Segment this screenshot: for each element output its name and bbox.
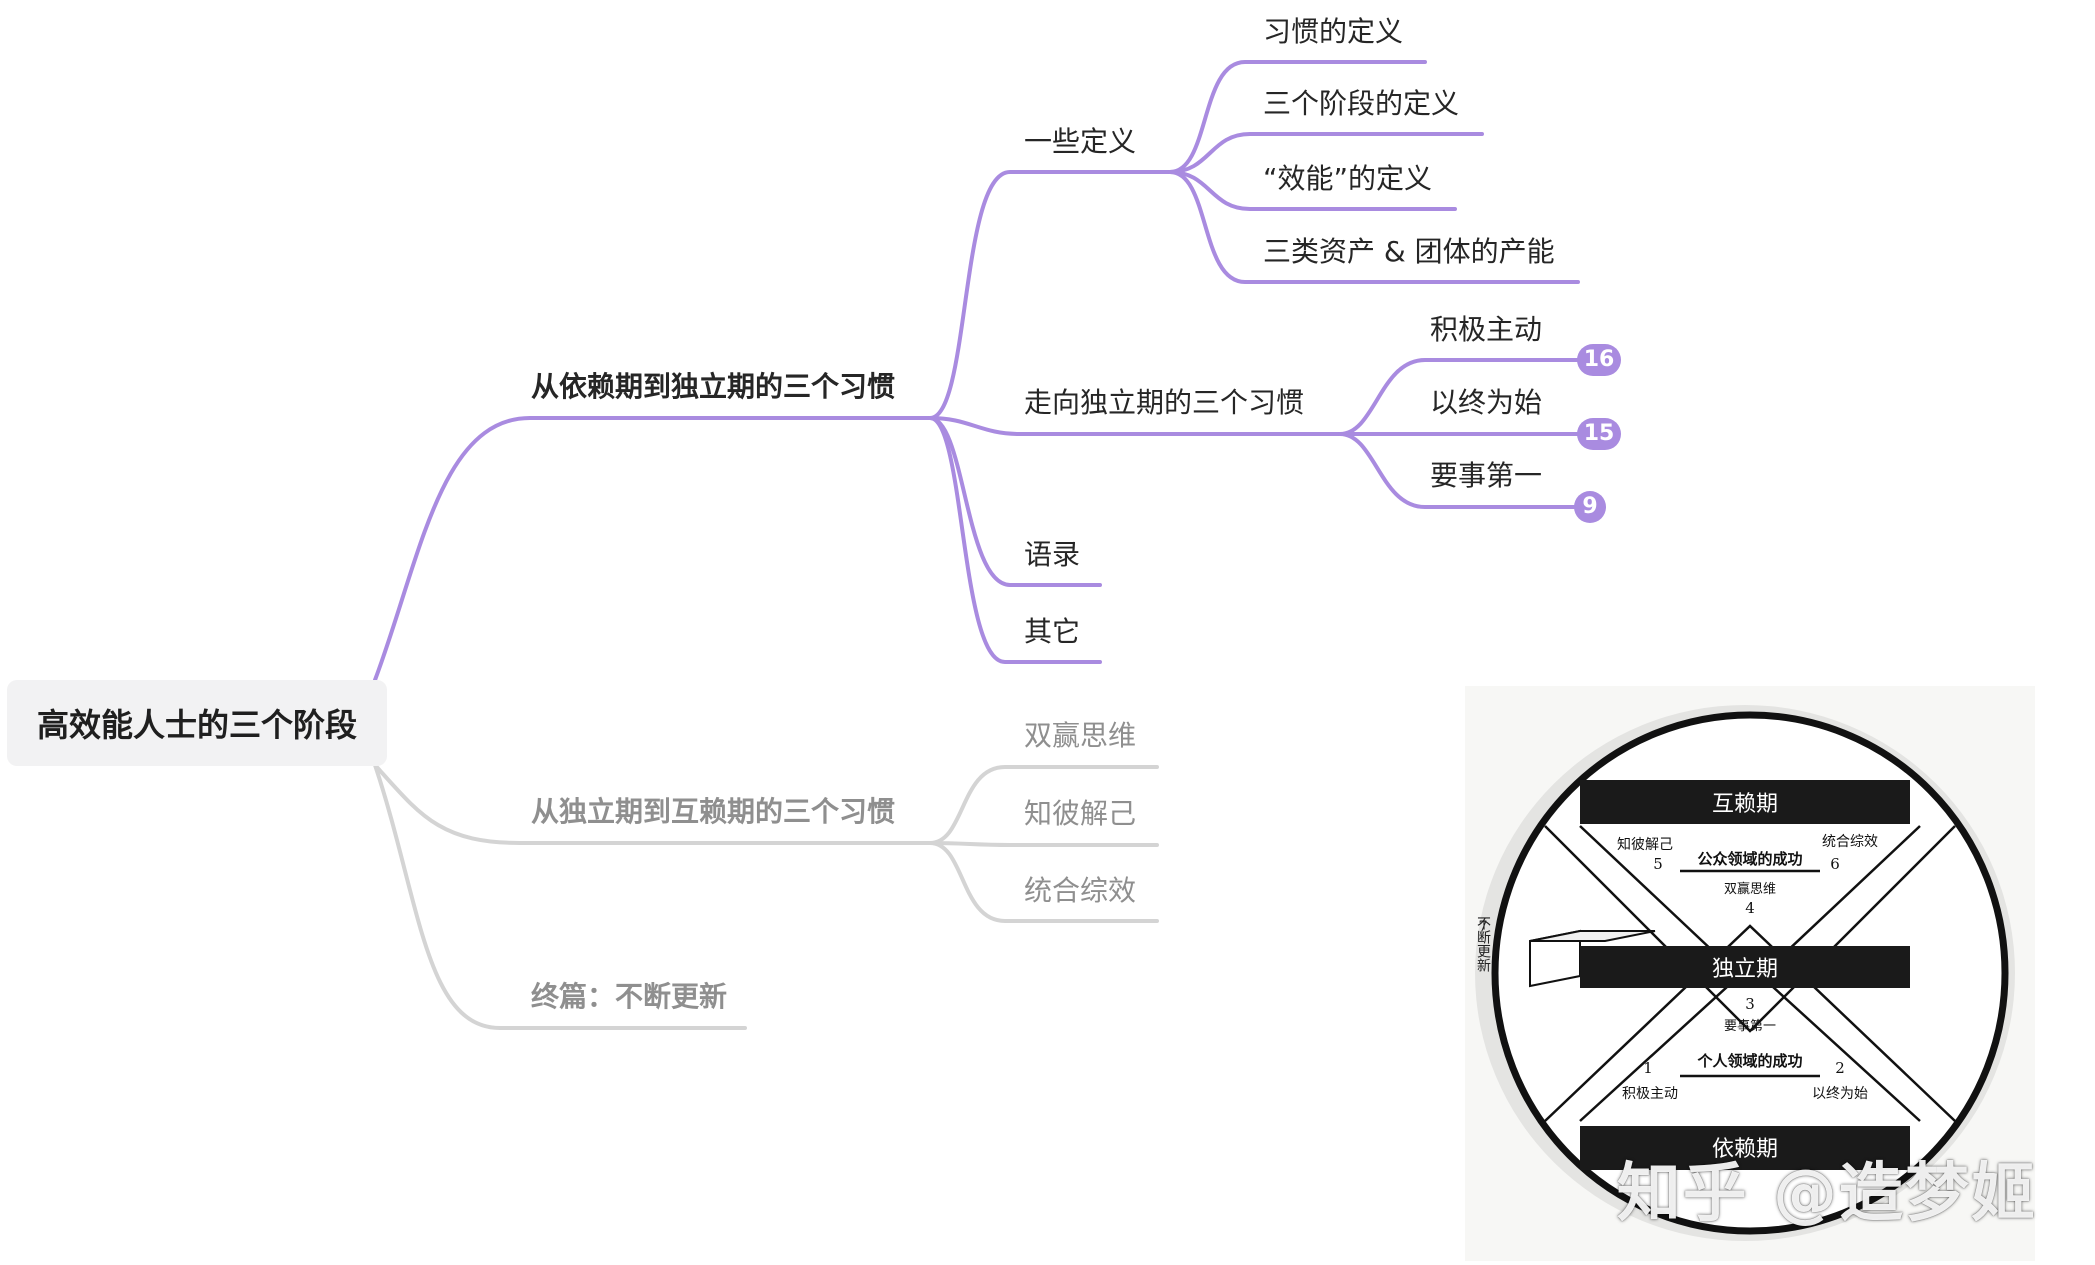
connector-habit-3	[1338, 432, 1577, 509]
root-node-label: 高效能人士的三个阶段	[36, 706, 357, 744]
label-habit-6: 统合综效	[1822, 834, 1878, 850]
badge-first-things-first: 9	[1574, 491, 1606, 523]
connector-habit-1	[1338, 358, 1592, 436]
maturity-continuum-drawing: 互赖期 独立期 依赖期 公众领域的成功 个人领域的成功 知彼解己 5 统合综效 …	[1475, 705, 2015, 1241]
label-independence: 独立期	[1712, 957, 1778, 982]
band-independence	[1580, 946, 1910, 988]
num-habit-6: 6	[1830, 855, 1840, 873]
label-private-victory: 个人领域的成功	[1696, 1052, 1802, 1070]
node-effectiveness-definition[interactable]: “效能”的定义	[1263, 162, 1433, 195]
label-habit-1: 积极主动	[1622, 1086, 1678, 1102]
num-habit-1: 1	[1643, 1059, 1653, 1077]
connector-branch2-3	[928, 841, 1159, 923]
label-habit-4: 双赢思维	[1724, 881, 1776, 897]
connector-branch2-1	[928, 765, 1159, 845]
branch-independence-to-interdependence[interactable]: 从独立期到互赖期的三个习惯	[531, 795, 896, 828]
node-seek-to-understand[interactable]: 知彼解己	[1024, 797, 1137, 830]
node-first-things-first[interactable]: 要事第一	[1430, 459, 1543, 492]
connector-branch1-other	[928, 416, 1102, 664]
connector-def-4	[1168, 170, 1580, 284]
node-independence-habits[interactable]: 走向独立期的三个习惯	[1024, 386, 1305, 419]
connector-branch1-habits	[928, 416, 1342, 436]
node-assets-definition[interactable]: 三类资产 & 团体的产能	[1263, 235, 1555, 268]
connector-branch2-2	[928, 841, 1159, 847]
num-habit-7: 7	[1479, 919, 1488, 935]
node-other[interactable]: 其它	[1024, 615, 1081, 648]
label-habit-5: 知彼解己	[1617, 836, 1673, 853]
node-stage-definition[interactable]: 三个阶段的定义	[1263, 87, 1460, 120]
slab-top	[1529, 930, 1656, 942]
num-habit-3: 3	[1745, 995, 1755, 1013]
num-habit-2: 2	[1835, 1059, 1845, 1077]
node-definitions[interactable]: 一些定义	[1024, 125, 1137, 158]
connector-root-branch1	[373, 416, 932, 682]
badge-begin-with-end: 15	[1577, 418, 1621, 450]
zhihu-watermark: 知乎 @造梦姬	[1616, 1157, 2037, 1231]
maturity-continuum-figure: 互赖期 独立期 依赖期 公众领域的成功 个人领域的成功 知彼解己 5 统合综效 …	[1465, 686, 2035, 1261]
label-habit-3: 要事第一	[1724, 1019, 1776, 1034]
root-node[interactable]: 高效能人士的三个阶段	[7, 680, 387, 766]
connector-def-3	[1168, 170, 1457, 211]
node-be-proactive[interactable]: 积极主动	[1430, 313, 1543, 346]
connector-root-branch2	[373, 763, 932, 845]
label-interdependence: 互赖期	[1712, 792, 1778, 817]
node-habit-definition[interactable]: 习惯的定义	[1263, 15, 1404, 48]
band-interdependence	[1580, 780, 1910, 824]
num-habit-5: 5	[1653, 855, 1663, 873]
node-think-win-win[interactable]: 双赢思维	[1024, 719, 1137, 752]
connector-root-branch3	[373, 763, 747, 1030]
node-synergize[interactable]: 统合综效	[1024, 874, 1137, 907]
label-dependence: 依赖期	[1712, 1137, 1778, 1162]
label-habit-7: 不断更新	[1475, 916, 1491, 973]
node-quotes[interactable]: 语录	[1024, 538, 1081, 571]
band-dependence	[1580, 1126, 1910, 1170]
connector-def-1	[1168, 60, 1427, 174]
connector-def-2	[1168, 132, 1484, 174]
node-begin-with-end[interactable]: 以终为始	[1430, 386, 1543, 419]
lower-v-outer	[1544, 924, 1956, 1122]
branch-dependence-to-independence[interactable]: 从依赖期到独立期的三个习惯	[531, 370, 896, 403]
connector-branch1-definitions	[928, 170, 1172, 420]
upper-v-outer	[1544, 825, 1956, 1033]
branch-sharpen-the-saw[interactable]: 终篇：不断更新	[531, 980, 728, 1013]
badge-be-proactive: 16	[1577, 344, 1621, 376]
label-public-victory: 公众领域的成功	[1697, 850, 1802, 868]
label-habit-2: 以终为始	[1812, 1086, 1868, 1102]
num-habit-4: 4	[1745, 899, 1755, 917]
